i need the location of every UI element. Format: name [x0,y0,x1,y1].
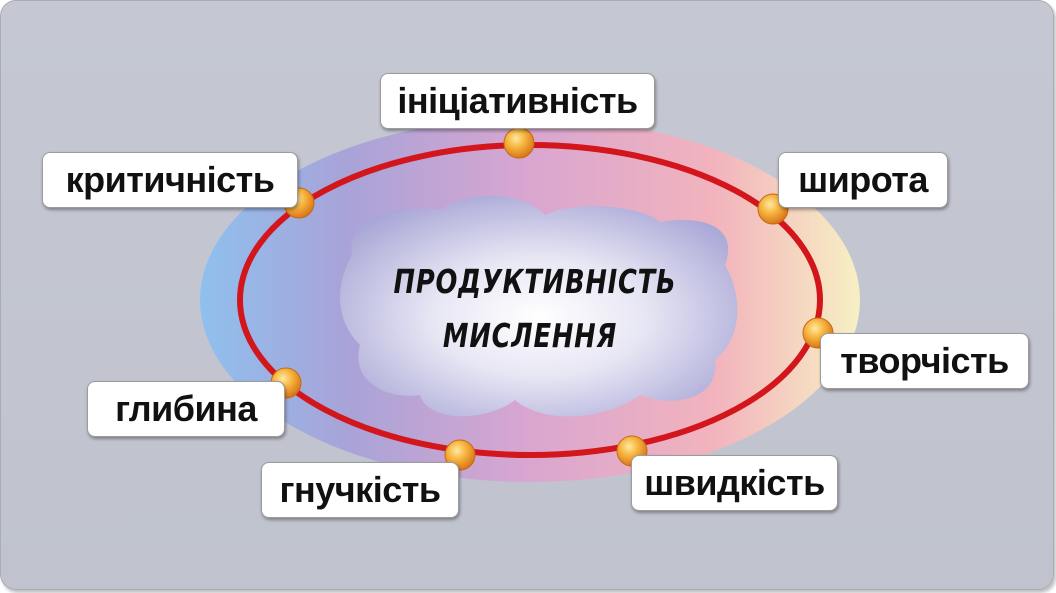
center-title-line1: ПРОДУКТИВНІСТЬ [393,262,677,301]
center-title-line2: МИСЛЕННЯ [442,316,618,355]
label-depth: глибина [87,381,285,437]
node-initiative [503,127,535,159]
label-flexibility: гнучкість [261,462,459,518]
label-creativity: творчість [820,333,1029,389]
label-breadth: широта [778,152,948,208]
label-speed: швидкість [631,455,838,511]
label-criticality: критичність [42,152,298,208]
label-initiative: ініціативність [380,73,655,129]
center-cloud [340,195,738,417]
